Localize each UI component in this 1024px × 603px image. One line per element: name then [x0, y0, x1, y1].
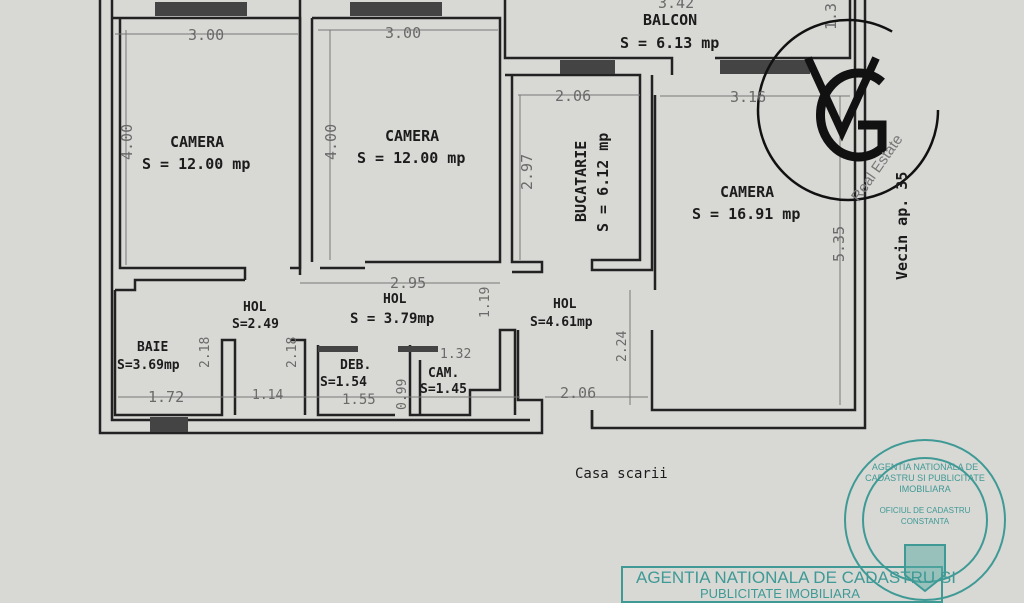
room-name: BALCON: [643, 11, 698, 29]
room-name: DEB.: [340, 358, 372, 373]
room-area: S=1.45: [420, 382, 467, 397]
room-area: S=1.54: [320, 375, 367, 390]
room-name: HOL: [553, 297, 577, 312]
dimension: 1.72: [148, 388, 185, 406]
room-area: S=4.61mp: [530, 315, 593, 330]
stairwell-label: Casa scarii: [575, 466, 668, 482]
dimension: 0.99: [395, 378, 410, 410]
dimension: 2.18: [285, 336, 300, 368]
window: [720, 60, 810, 74]
room-name: CAMERA: [385, 127, 440, 145]
room-area: S = 6.12 mp: [594, 132, 612, 232]
dimension: 1.55: [342, 392, 376, 408]
room-name: BAIE: [137, 340, 169, 355]
room-area: S = 6.13 mp: [620, 34, 720, 52]
dimension: 2.06: [560, 384, 597, 402]
room-area: S=2.49: [232, 317, 279, 332]
room-area: S = 16.91 mp: [692, 205, 801, 223]
dimension: 2.06: [555, 87, 592, 105]
dimension: 1.3: [822, 2, 840, 30]
round-stamp-outer: AGENTIA NATIONALA DE CADASTRU SI PUBLICI…: [865, 462, 985, 494]
room-area: S = 12.00 mp: [357, 149, 466, 167]
dimension: 2.95: [390, 274, 427, 292]
room-area: S = 12.00 mp: [142, 155, 251, 173]
round-stamp-inner: OFICIUL DE CADASTRU CONSTANTA: [879, 506, 971, 526]
room-area: S=3.69mp: [117, 358, 180, 373]
stamp-line-1: AGENTIA NATIONALA DE CADASTRU SI: [636, 568, 956, 587]
dimension: 1.32: [440, 347, 472, 362]
dimension: 3.42: [658, 0, 695, 12]
stamp-line-2: PUBLICITATE IMOBILIARA: [700, 586, 860, 601]
dimension: 2.97: [518, 153, 536, 190]
window: [350, 2, 442, 16]
room-name: CAM.: [428, 366, 460, 381]
dimension: 4.00: [322, 123, 340, 160]
window: [560, 60, 615, 74]
dimension: 2.18: [198, 336, 213, 368]
dimension: 4.00: [118, 123, 136, 160]
dimension: 5.35: [830, 225, 848, 262]
room-name: BUCATARIE: [572, 140, 590, 222]
room-name: CAMERA: [720, 183, 775, 201]
dimension: 3.00: [188, 26, 225, 44]
window: [150, 417, 188, 432]
neighbor-label: Vecin ap. 35: [893, 171, 911, 280]
logo-v-shape: [804, 56, 880, 142]
room-area: S = 3.79mp: [350, 311, 435, 327]
room-name: HOL: [243, 300, 267, 315]
window: [155, 2, 247, 16]
vg-logo: [756, 18, 940, 202]
dimension: 3.16: [730, 88, 767, 106]
room-name: CAMERA: [170, 133, 225, 151]
dimension: 1.19: [478, 286, 493, 318]
dimension: 1.14: [252, 388, 284, 403]
dimension: 3.00: [385, 24, 422, 42]
official-stamps: [621, 439, 1006, 603]
room-name: HOL: [383, 292, 407, 307]
logo-g-shape: [816, 68, 887, 162]
dimension: 2.24: [615, 330, 630, 362]
